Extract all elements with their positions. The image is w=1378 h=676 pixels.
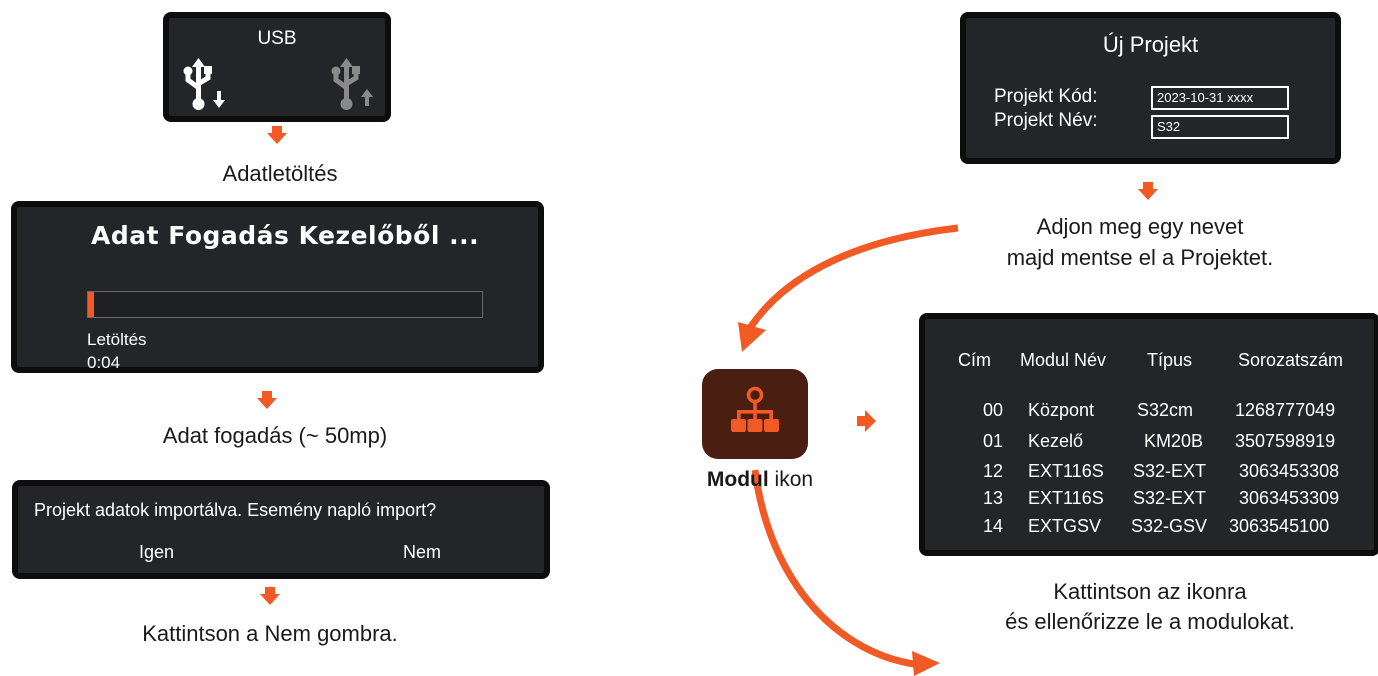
download-progress-fill: [88, 292, 94, 317]
row0-address: 00: [983, 400, 1004, 420]
row3-type: S32-EXT: [1133, 488, 1207, 508]
col-header-module-name: Modul Név: [1020, 350, 1107, 370]
row3-address: 13: [983, 488, 1004, 508]
step3-caption: Kattintson a Nem gombra.: [142, 621, 398, 646]
flow-arrow: [265, 587, 275, 595]
usb-title: USB: [257, 28, 297, 49]
flow-arrow-head: [267, 133, 287, 144]
row4-address: 14: [983, 516, 1004, 536]
module-icon-label: Modul ikon: [690, 468, 830, 492]
download-progress-bar: [87, 291, 483, 318]
step2-caption: Adat fogadás (~ 50mp): [162, 423, 388, 448]
download-title: Adat Fogadás Kezelőből ...: [91, 221, 480, 250]
flow-arrow: [857, 416, 866, 426]
check-caption-line1: Kattintson az ikonra: [1053, 579, 1247, 604]
project-name-field[interactable]: S32: [1151, 115, 1289, 139]
module-network-icon: [731, 386, 779, 432]
row1-name: Kezelő: [1028, 431, 1084, 451]
usb-panel: USB: [163, 12, 391, 122]
flow-arrow: [1143, 182, 1153, 190]
row2-serial: 3063453308: [1239, 461, 1340, 481]
usb-download-icon[interactable]: [179, 58, 233, 114]
curved-arrow-from-module: [751, 469, 940, 676]
no-button[interactable]: Nem: [403, 542, 442, 562]
row4-name: EXTGSV: [1028, 516, 1102, 536]
row0-type: S32cm: [1137, 400, 1194, 420]
flow-arrow-head: [260, 594, 280, 605]
col-header-serial: Sorozatszám: [1238, 350, 1344, 370]
row0-name: Központ: [1028, 400, 1095, 420]
project-code-field[interactable]: 2023-10-31 xxxx: [1151, 86, 1289, 110]
project-name-label: Projekt Név:: [994, 110, 1098, 131]
download-status-label: Letöltés: [87, 330, 147, 349]
row2-address: 12: [983, 461, 1004, 481]
download-elapsed: 0:04: [87, 353, 121, 372]
usb-upload-icon[interactable]: [327, 58, 381, 114]
row1-type: KM20B: [1144, 431, 1204, 451]
step1-caption: Adatletöltés: [222, 161, 338, 186]
name-caption-line2: majd mentse el a Projektet.: [1006, 245, 1274, 270]
dialog-message: Projekt adatok importálva. Esemény napló…: [34, 500, 437, 520]
row2-type: S32-EXT: [1133, 461, 1207, 481]
module-label-bold: Modul: [706, 468, 769, 491]
download-panel: Adat Fogadás Kezelőből ... Letöltés 0:04: [11, 201, 544, 373]
col-header-address: Cím: [958, 350, 991, 370]
row1-address: 01: [983, 431, 1004, 451]
flow-arrow-head: [257, 398, 277, 409]
name-caption-line1: Adjon meg egy nevet: [1036, 214, 1244, 239]
flow-arrow-head: [1138, 189, 1158, 200]
yes-button[interactable]: Igen: [139, 542, 175, 562]
check-caption-line2: és ellenőrizze le a modulokat.: [1005, 609, 1295, 634]
new-project-title: Új Projekt: [1102, 32, 1199, 57]
row3-name: EXT116S: [1028, 488, 1104, 508]
row3-serial: 3063453309: [1239, 488, 1340, 508]
row2-name: EXT116S: [1028, 461, 1104, 481]
col-header-type: Típus: [1147, 350, 1193, 370]
flow-arrow-head: [865, 410, 876, 432]
project-code-label: Projekt Kód:: [994, 86, 1098, 107]
row4-type: S32-GSV: [1131, 516, 1208, 536]
flow-arrow: [272, 126, 282, 134]
curved-arrow-to-module: [738, 224, 959, 352]
row1-serial: 3507598919: [1235, 431, 1336, 451]
row0-serial: 1268777049: [1235, 400, 1336, 420]
new-project-panel: Új Projekt Projekt Kód: Projekt Név: 202…: [960, 12, 1341, 164]
import-confirm-dialog: Projekt adatok importálva. Esemény napló…: [12, 480, 550, 579]
row4-serial: 3063545100: [1229, 516, 1330, 536]
module-table-panel: Cím Modul Név Típus Sorozatszám 00 Közpo…: [919, 313, 1378, 556]
module-icon-button[interactable]: [702, 369, 808, 459]
flow-arrow: [262, 391, 272, 399]
module-label-rest: ikon: [768, 468, 814, 491]
